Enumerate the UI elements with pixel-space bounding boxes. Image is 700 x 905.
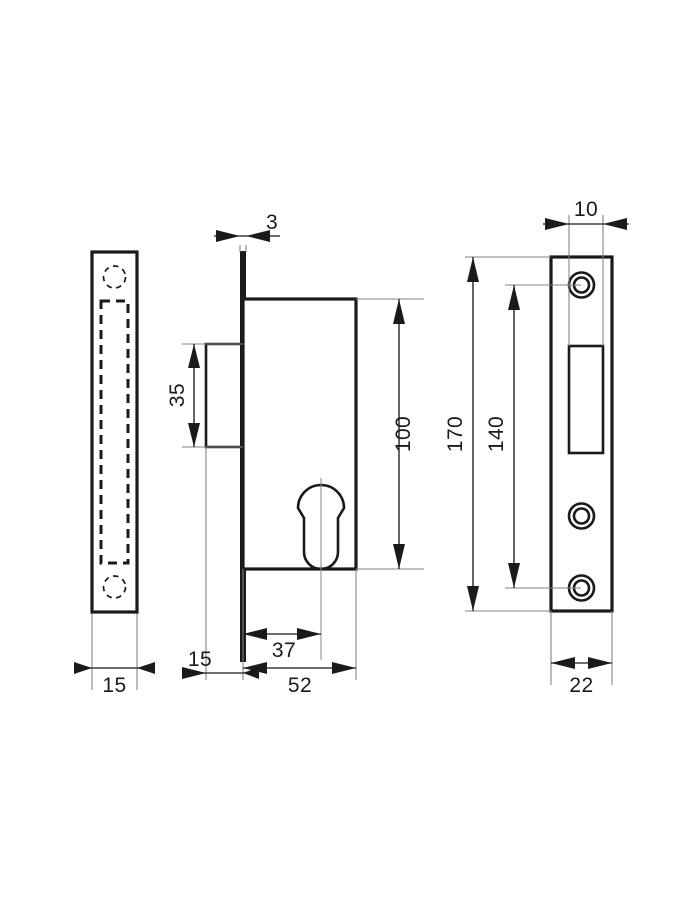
dim-total-arrow-top	[467, 257, 479, 282]
dim-left-width-arrow-right	[137, 662, 155, 674]
fixing-hole-bottom-hidden	[102, 575, 127, 599]
dim-backset-text: 37	[272, 639, 296, 662]
screw-hole-middle-outer-ring	[567, 502, 596, 530]
fixing-hole-top-hidden	[102, 265, 127, 289]
dim-plate-thk-arrow-left	[216, 230, 240, 242]
screw-hole-middle-inner-ring	[572, 507, 591, 525]
dim-plate-width-arrow-right	[588, 657, 612, 669]
dim-plate-thk-text: 3	[266, 211, 278, 234]
dim-plate-width-text: 22	[569, 674, 593, 697]
dim-aperture-arrow-right	[603, 218, 627, 230]
dim-boss-height-text: 35	[166, 383, 189, 407]
right-view-group: 10 170 140 22	[444, 198, 629, 697]
screw-hole-middle	[567, 502, 596, 530]
dim-hole-spacing-text: 140	[485, 416, 508, 452]
dim-aperture-width-text: 10	[574, 198, 598, 221]
dim-backset-arrow-left	[243, 628, 267, 640]
left-view-faceplate-outline	[90, 250, 139, 614]
latch-aperture	[567, 344, 605, 455]
hidden-case-outline	[99, 299, 130, 565]
dim-plate-width-arrow-left	[551, 657, 575, 669]
dim-backset-arrow-right	[297, 628, 321, 640]
dim-case-height-text: 100	[392, 416, 415, 452]
dim-case-depth-text: 52	[288, 674, 312, 697]
dim-plate-thk-arrow-right	[246, 230, 270, 242]
middle-view-group: 3 35 100 37	[166, 211, 424, 697]
dim-boss-offset-arrow-left	[182, 667, 206, 679]
dim-total-arrow-bottom	[467, 586, 479, 611]
dim-boss-arrow-top	[188, 344, 200, 368]
dim-spacing-arrow-top	[508, 285, 520, 310]
left-view-group: 15	[74, 250, 155, 697]
euro-cylinder-keyhole	[296, 483, 346, 571]
dim-case-depth-arrow-left	[243, 662, 267, 674]
dim-case-height-arrow-top	[393, 299, 405, 324]
dim-aperture-arrow-left	[545, 218, 569, 230]
latch-boss	[204, 342, 245, 449]
dim-spacing-arrow-bottom	[508, 563, 520, 588]
dim-boss-offset-text: 15	[188, 648, 212, 671]
dim-left-width-arrow-left	[74, 662, 92, 674]
dim-boss-offset-arrow-right	[243, 667, 259, 679]
dim-case-depth-arrow-right	[332, 662, 356, 674]
dim-left-width-text: 15	[102, 674, 126, 697]
dim-boss-arrow-bottom	[188, 423, 200, 447]
dim-case-height-arrow-bottom	[393, 544, 405, 569]
dim-total-height-text: 170	[444, 416, 467, 452]
